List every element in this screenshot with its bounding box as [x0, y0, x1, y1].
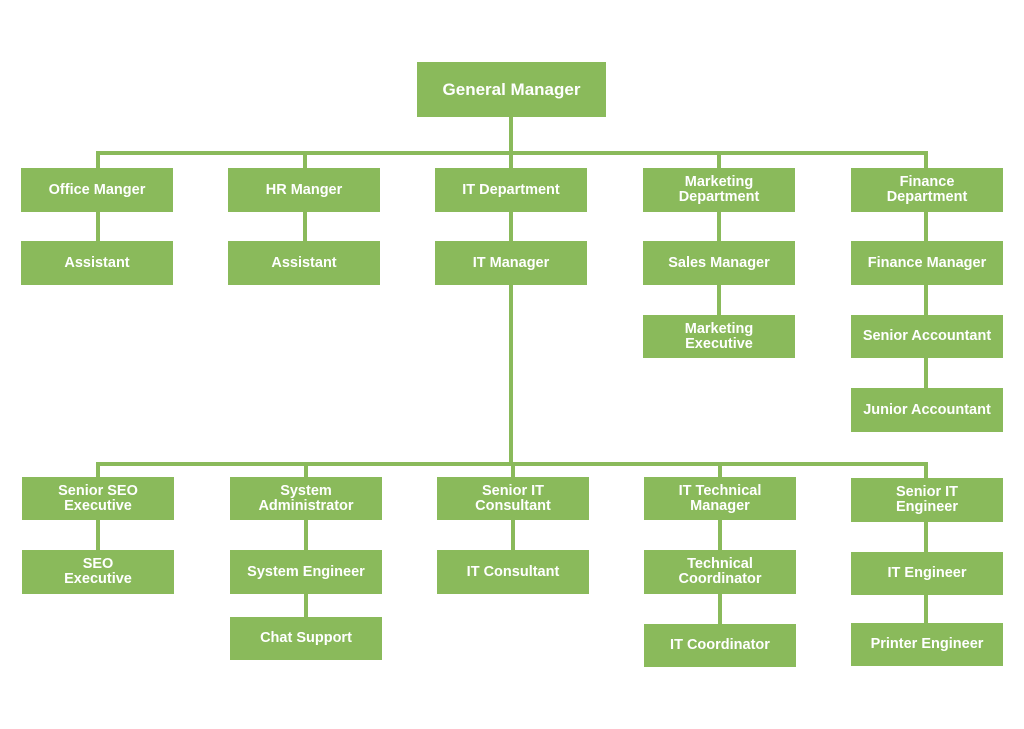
it-consultant-box: IT Consultant — [437, 550, 589, 594]
hr-manger-box: HR Manger — [228, 168, 380, 212]
sales-manager-box: Sales Manager — [643, 241, 795, 285]
general-manager-box: General Manager — [417, 62, 606, 117]
senior-seo-executive-box: Senior SEO Executive — [22, 477, 174, 520]
it-manager-box: IT Manager — [435, 241, 587, 285]
marketing-executive-box: Marketing Executive — [643, 315, 795, 358]
it-technical-manager-box: IT Technical Manager — [644, 477, 796, 520]
system-administrator-box: System Administrator — [230, 477, 382, 520]
it-coordinator-box: IT Coordinator — [644, 624, 796, 667]
senior-accountant-box: Senior Accountant — [851, 315, 1003, 358]
system-engineer-box: System Engineer — [230, 550, 382, 594]
hr-assistant-box: Assistant — [228, 241, 380, 285]
office-manger-box: Office Manger — [21, 168, 173, 212]
marketing-department-box: Marketing Department — [643, 168, 795, 212]
printer-engineer-box: Printer Engineer — [851, 623, 1003, 666]
finance-manager-box: Finance Manager — [851, 241, 1003, 285]
finance-department-box: Finance Department — [851, 168, 1003, 212]
chat-support-box: Chat Support — [230, 617, 382, 660]
senior-it-consultant-box: Senior IT Consultant — [437, 477, 589, 520]
technical-coordinator-box: Technical Coordinator — [644, 550, 796, 594]
office-assistant-box: Assistant — [21, 241, 173, 285]
it-department-box: IT Department — [435, 168, 587, 212]
senior-it-engineer-box: Senior IT Engineer — [851, 478, 1003, 522]
junior-accountant-box: Junior Accountant — [851, 388, 1003, 432]
it-engineer-box: IT Engineer — [851, 552, 1003, 595]
seo-executive-box: SEO Executive — [22, 550, 174, 594]
